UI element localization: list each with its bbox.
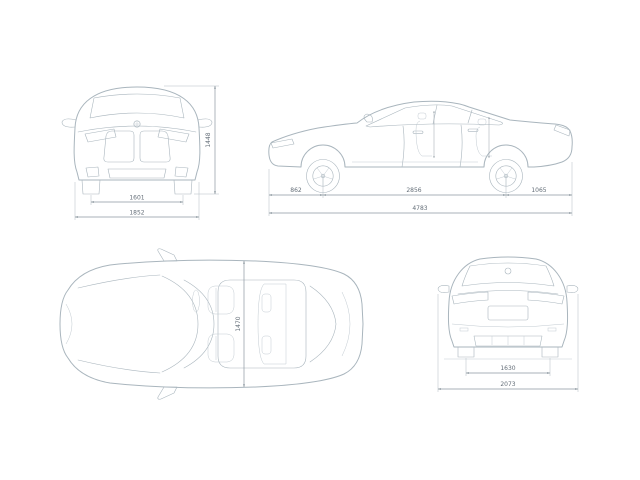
wheelbase-dimension: 2856 [322,187,507,196]
rear-window-arc [309,285,337,363]
front-overhang-dimension: 862 [268,187,324,196]
front-overhang-label: 862 [290,187,302,194]
rear-door-handle [467,128,479,132]
bmw-roundel-icon [133,120,141,128]
c-pillar-line [467,109,473,124]
left-reflector [459,327,469,332]
front-overall-width-label: 1852 [129,210,144,217]
side-view: 862 2856 1065 4783 [268,100,573,216]
trunk-line [341,291,351,357]
rear-left-wheel [457,346,475,358]
driver-seat [207,285,235,315]
windshield-cowl-arc [161,275,199,373]
left-headlight [84,128,117,143]
front-body-outline [73,86,201,181]
side-taillight [553,124,571,137]
rear-window [461,262,555,287]
front-left-intake [85,166,100,178]
rear-door-line [459,124,463,168]
rear-left-mirror [437,285,450,293]
rear-seat-sketch [475,118,492,157]
side-headlight [270,138,295,149]
front-view: 1601 1852 1448 [61,85,219,220]
cabin-width-dimension: 1470 [235,260,245,388]
front-windshield [89,93,185,119]
rear-track-label: 1630 [500,365,515,372]
width-incl-mirrors-dimension: 2073 [437,294,579,392]
right-mirror [197,118,213,128]
side-glasshouse [365,104,503,128]
rear-view: 1630 2073 [437,256,579,392]
top-mirror-left [157,248,178,262]
front-right-intake [174,166,189,178]
front-bumper-line [65,303,73,345]
front-seat-sketch [415,112,432,157]
front-center-intake [107,168,167,179]
top-view: 1470 [59,248,364,400]
top-mirror-right [157,386,178,400]
rear-body-outline [447,256,569,348]
hood-crease-bottom [77,359,161,374]
windshield-roof-arc [183,279,215,369]
steering-wheel [192,289,200,313]
b-pillar-line [432,104,438,125]
width-incl-mirrors-label: 2073 [500,381,515,388]
grille-left-kidney [103,130,135,163]
cabin-width-label: 1470 [235,316,242,331]
right-headlight [157,128,190,143]
front-overall-height-label: 1448 [205,132,212,147]
grille-right-kidney [139,130,171,163]
side-body-outline [268,100,573,168]
front-overall-width-dimension: 1852 [74,182,200,220]
rear-right-mirror [566,285,579,293]
license-plate-area [487,305,529,321]
front-left-wheel [81,179,101,195]
rear-right-wheel [541,346,559,358]
passenger-seat [207,333,235,363]
glass-roof [217,279,307,369]
rear-track-dimension: 1630 [465,358,551,376]
left-mirror [61,118,77,128]
overall-length-dimension: 4783 [268,205,572,214]
side-mirror [363,113,373,123]
rear-bench-seat [257,283,287,365]
rear-overhang-label: 1065 [531,187,546,194]
trunk-edge-line [457,290,559,295]
front-right-wheel [173,179,193,195]
front-track-label: 1601 [129,195,144,202]
front-door-handle [412,130,424,134]
front-overall-height-dimension: 1448 [164,85,219,195]
rear-bmw-roundel-icon [504,267,512,275]
rear-left-taillight [451,291,489,305]
rear-diffuser [473,335,543,347]
front-door-line [401,125,405,168]
rear-right-taillight [527,291,565,305]
front-track-dimension: 1601 [90,195,184,205]
rear-overhang-dimension: 1065 [505,187,572,196]
rear-bumper-line [451,323,565,328]
hood-crease-top [77,274,161,289]
right-reflector [547,327,557,332]
overall-length-label: 4783 [412,205,427,212]
top-body-outline [59,259,364,389]
wheelbase-label: 2856 [406,187,421,194]
